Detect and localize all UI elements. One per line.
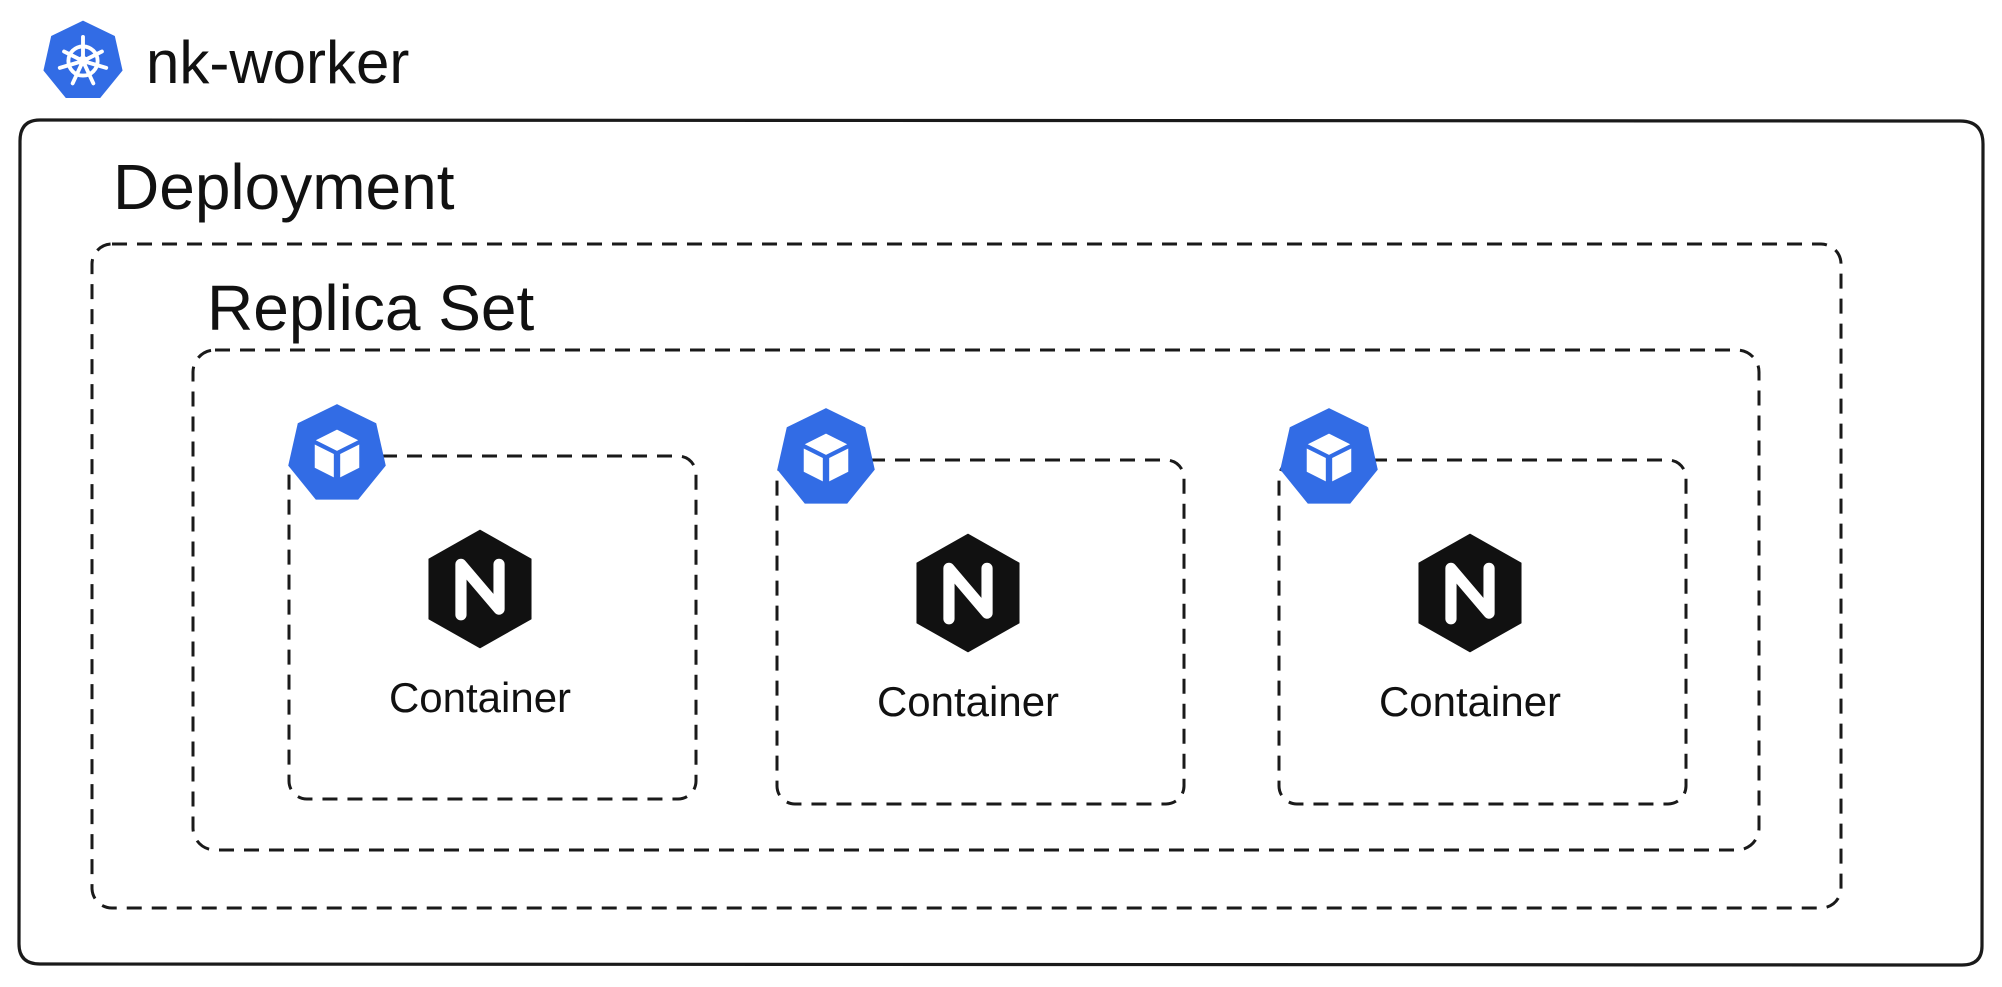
- nginx-icon: [1418, 533, 1522, 653]
- container-label: Container: [388, 674, 572, 721]
- pod-cube-icon: [1280, 408, 1378, 504]
- pod-frame: [287, 454, 698, 801]
- nginx-icon: [916, 533, 1020, 653]
- worker-node-title: nk-worker: [146, 29, 410, 96]
- deployment-title: Deployment: [113, 151, 455, 223]
- nginx-icon: [428, 529, 532, 649]
- kubernetes-wheel-icon: [43, 20, 123, 98]
- pod-cube-icon: [777, 408, 875, 504]
- container-label: Container: [1378, 678, 1562, 725]
- container-label: Container: [876, 678, 1060, 725]
- worker-node-frame: [17, 118, 1985, 967]
- pod-cube-icon: [288, 404, 386, 500]
- pod-frame: [775, 458, 1186, 806]
- replica-set-frame: [191, 348, 1761, 852]
- deployment-frame: [90, 242, 1843, 910]
- replica-set-title: Replica Set: [207, 272, 535, 344]
- pod-frame: [1277, 458, 1688, 806]
